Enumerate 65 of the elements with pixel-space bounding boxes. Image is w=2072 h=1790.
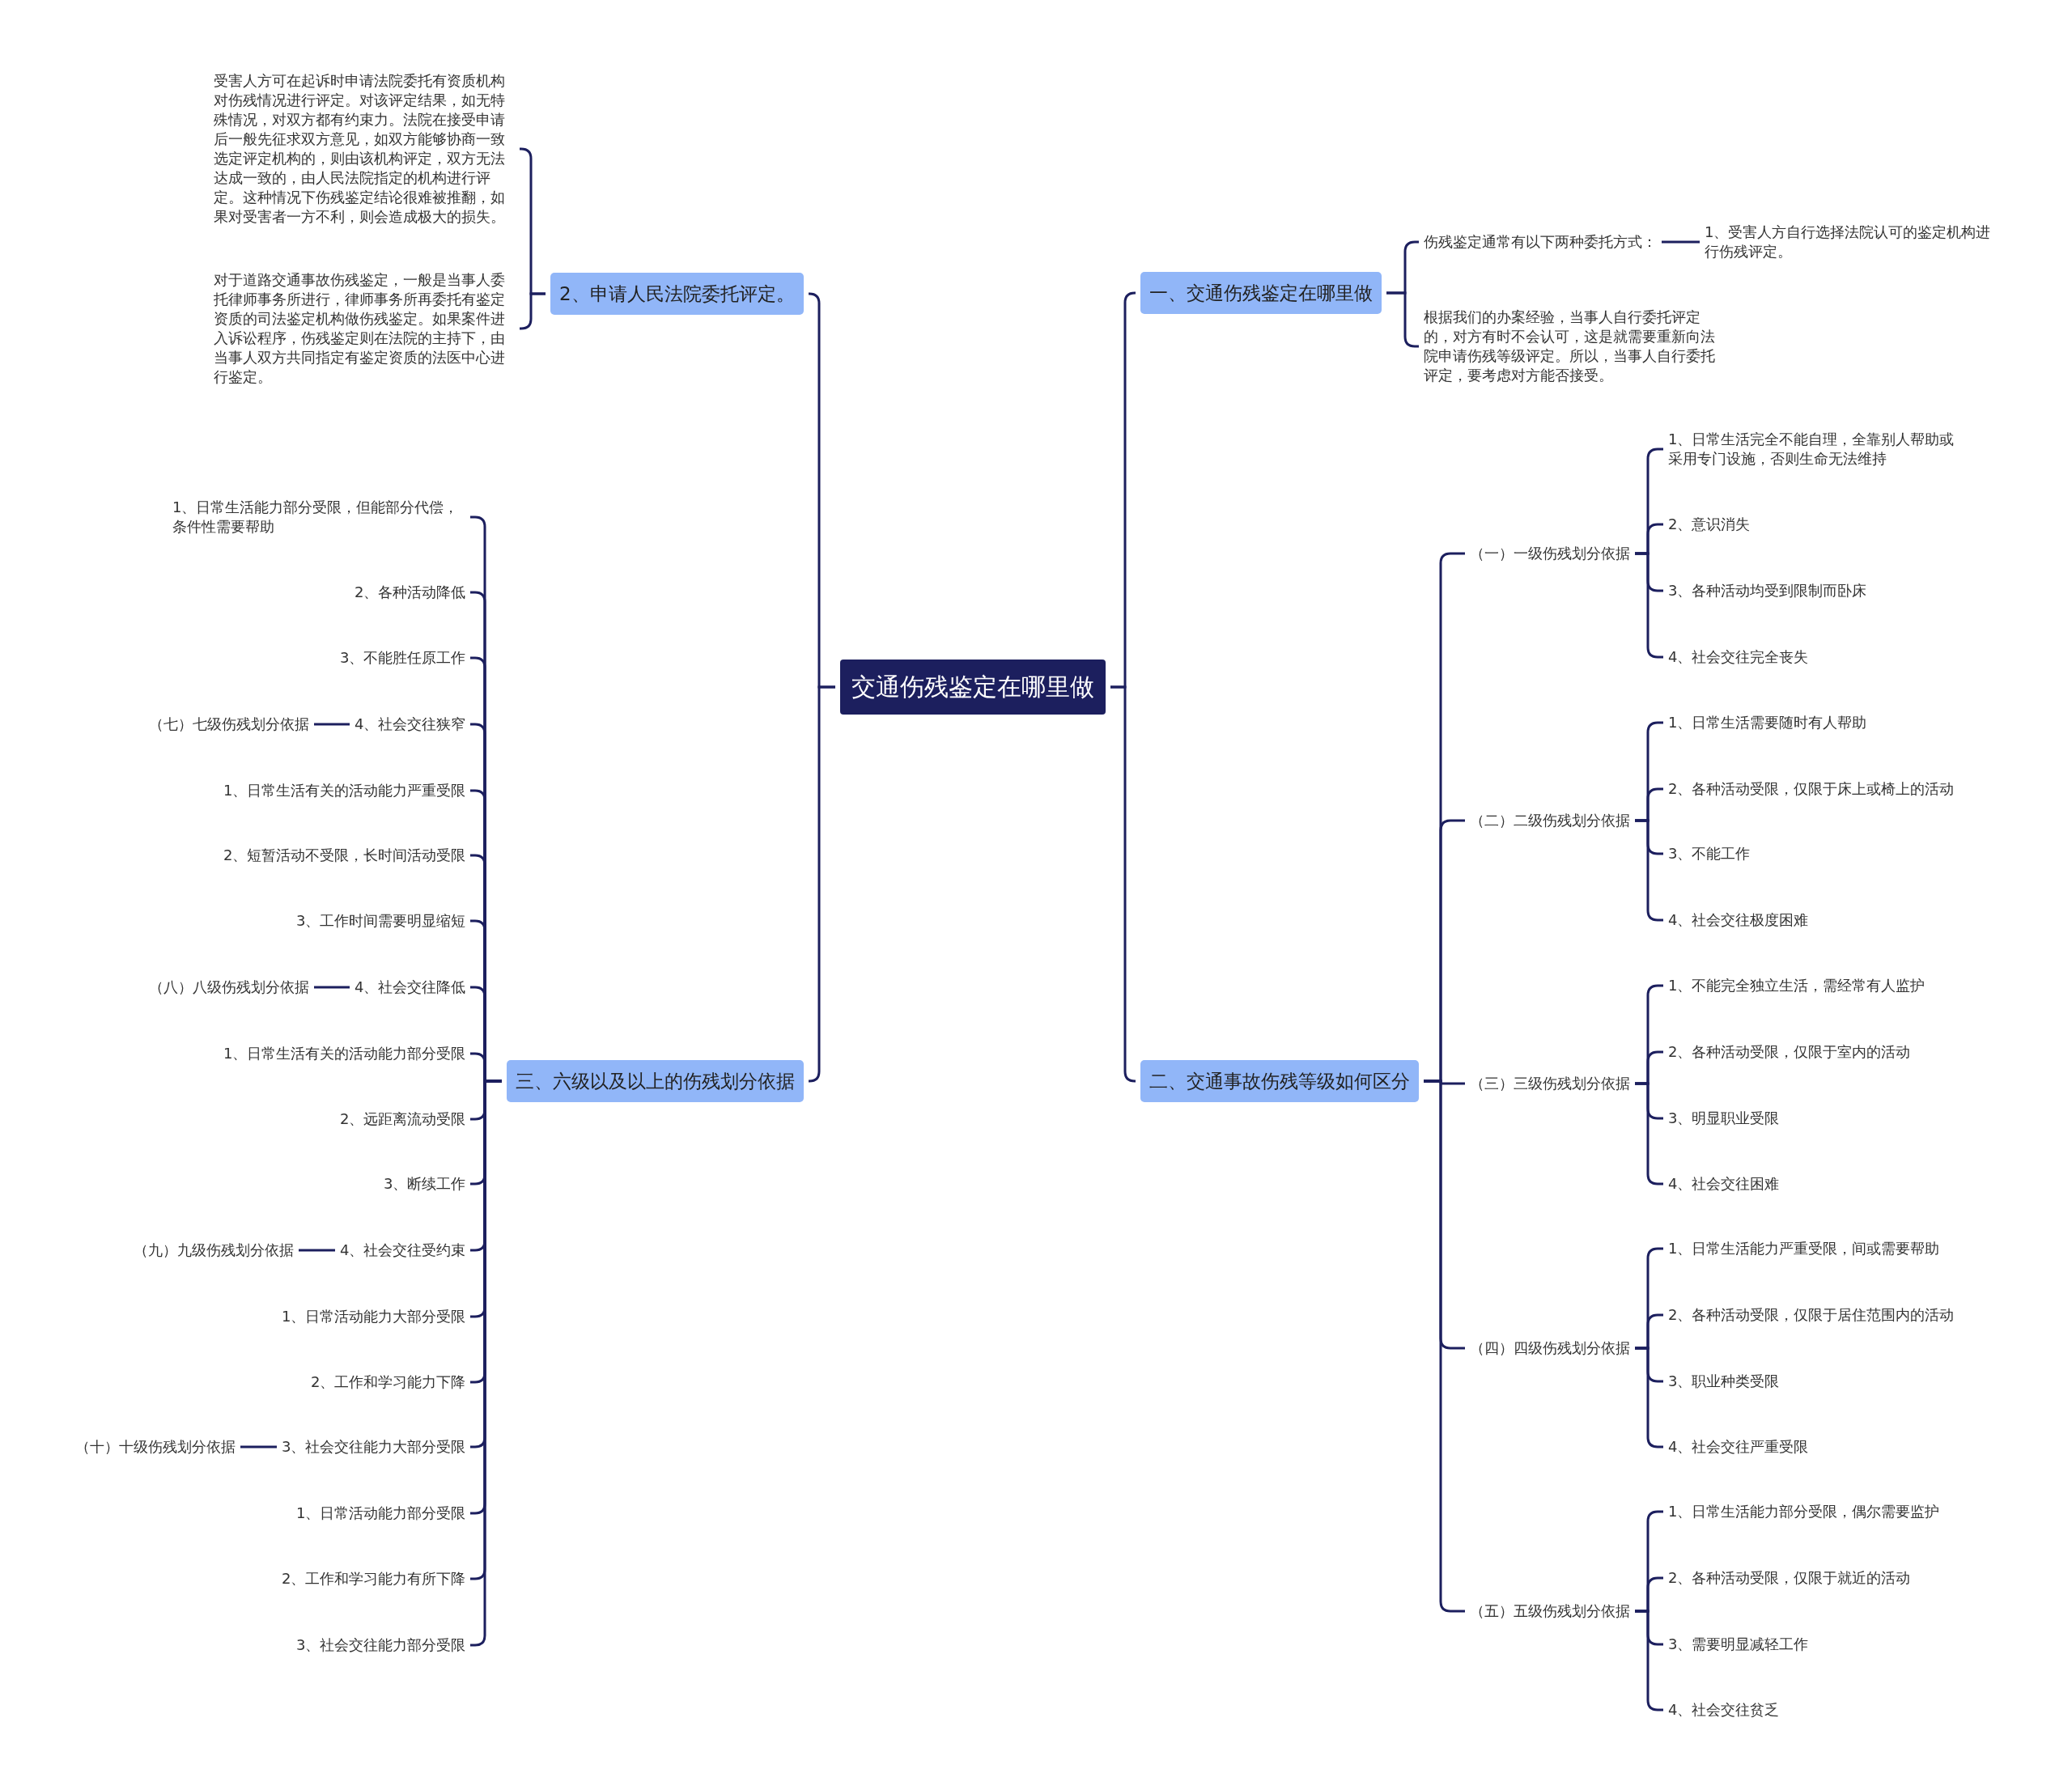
topic-box: 2、申请人民法院委托评定。 [550, 273, 804, 315]
topic-text: 2、短暂活动不受限，长时间活动受限 [223, 846, 466, 865]
connector-line [299, 1249, 335, 1252]
topic-text: （四）四级伤残划分依据 [1470, 1338, 1630, 1358]
topic-text: 2、各种活动降低 [355, 583, 466, 602]
topic-box: 一、交通伤残鉴定在哪里做 [1140, 272, 1382, 314]
topic-text: （一）一级伤残划分依据 [1470, 544, 1630, 563]
topic-text: 3、社会交往能力部分受限 [296, 1635, 466, 1655]
topic-text: （三）三级伤残划分依据 [1470, 1074, 1630, 1093]
topic-text: 1、日常生活有关的活动能力严重受限 [223, 781, 466, 800]
topic-text: 3、明显职业受限 [1668, 1109, 1780, 1128]
topic-text: 1、日常生活需要随时有人帮助 [1668, 713, 1867, 732]
topic-text: 4、社会交往极度困难 [1668, 910, 1809, 930]
topic-text: 2、各种活动受限，仅限于床上或椅上的活动 [1668, 779, 1955, 799]
topic-text: 3、需要明显减轻工作 [1668, 1635, 1809, 1654]
topic-text: 1、日常生活能力部分受限，偶尔需要监护 [1668, 1502, 1940, 1521]
topic-text: 受害人方可在起诉时申请法院委托有资质机构对伤残情况进行评定。对该评定结果，如无特殊情况，对双方都有约束力。法院在接受申请后一般先征求双方意见，如双方能够协商一致选定评定机构的，则由该机构评定，双方无法达成一致的，由人民法院指定的机构进行评定。这种情况下伤残鉴定结论很难被推翻，如果对受害者一方不利，则会造成极大的损失。 [214, 71, 515, 227]
topic-text: 3、职业种类受限 [1668, 1372, 1780, 1391]
topic-text: 1、日常生活完全不能自理，全靠别人帮助或采用专门设施，否则生命无法维持 [1668, 430, 1961, 469]
topic-text: 2、远距离流动受限 [340, 1109, 466, 1129]
connector-line [808, 685, 835, 1083]
topic-text: 3、不能工作 [1668, 844, 1751, 863]
topic-box: 三、六级以及以上的伤残划分依据 [507, 1060, 804, 1102]
topic-text: 1、日常生活有关的活动能力部分受限 [223, 1044, 466, 1063]
topic-text: 4、社会交往严重受限 [1668, 1437, 1809, 1457]
topic-text: 4、社会交往完全丧失 [1668, 647, 1809, 667]
central-topic-box: 交通伤残鉴定在哪里做 [840, 660, 1106, 715]
topic-text: （七）七级伤残划分依据 [149, 715, 309, 734]
topic-text: 1、日常生活能力严重受限，间或需要帮助 [1668, 1239, 1940, 1258]
connector-line [1662, 240, 1700, 244]
topic-text: 3、断续工作 [384, 1174, 466, 1194]
topic-text: 3、工作时间需要明显缩短 [296, 911, 466, 931]
topic-text: 3、各种活动均受到限制而卧床 [1668, 581, 1867, 600]
topic-text: 1、日常生活能力部分受限，但能部分代偿，条件性需要帮助 [172, 498, 465, 537]
topic-text: 1、受害人方自行选择法院认可的鉴定机构进行伤残评定。 [1705, 223, 1998, 261]
topic-text: 2、工作和学习能力下降 [311, 1372, 466, 1392]
topic-text: 伤残鉴定通常有以下两种委托方式： [1424, 232, 1657, 252]
connector-line [519, 292, 546, 330]
topic-text: 4、社会交往降低 [355, 978, 466, 997]
connector-line [240, 1445, 277, 1449]
topic-text: （九）九级伤残划分依据 [134, 1241, 294, 1260]
connector-line [1110, 685, 1136, 1083]
topic-text: 3、社会交往能力大部分受限 [282, 1437, 466, 1457]
topic-text: （十）十级伤残划分依据 [75, 1437, 236, 1457]
topic-text: 1、日常活动能力大部分受限 [282, 1307, 466, 1326]
topic-text: （八）八级伤残划分依据 [149, 978, 309, 997]
topic-text: 4、社会交往受约束 [340, 1241, 466, 1260]
connector-line [314, 723, 350, 726]
topic-text: 4、社会交往困难 [1668, 1174, 1780, 1194]
topic-text: 4、社会交往狭窄 [355, 715, 466, 734]
topic-text: 2、各种活动受限，仅限于就近的活动 [1668, 1568, 1911, 1588]
topic-text: 2、各种活动受限，仅限于室内的活动 [1668, 1042, 1911, 1062]
topic-text: 4、社会交往贫乏 [1668, 1700, 1780, 1720]
topic-text: 3、不能胜任原工作 [340, 648, 466, 668]
topic-text: 2、各种活动受限，仅限于居住范围内的活动 [1668, 1305, 1955, 1325]
topic-text: 1、不能完全独立生活，需经常有人监护 [1668, 976, 1926, 995]
connector-line [314, 986, 350, 989]
topic-text: 1、日常活动能力部分受限 [296, 1504, 466, 1523]
topic-text: 对于道路交通事故伤残鉴定，一般是当事人委托律师事务所进行，律师事务所再委托有鉴定资质的司法鉴定机构做伤残鉴定。如果案件进入诉讼程序，伤残鉴定则在法院的主持下，由当事人双方共同指定有鉴定资质的法医中心进行鉴定。 [214, 270, 515, 387]
topic-text: 根据我们的办案经验，当事人自行委托评定的，对方有时不会认可，这是就需要重新向法院申请伤残等级评定。所以，当事人自行委托评定，要考虑对方能否接受。 [1424, 308, 1725, 385]
topic-text: （五）五级伤残划分依据 [1470, 1601, 1630, 1621]
topic-text: （二）二级伤残划分依据 [1470, 811, 1630, 830]
topic-text: 2、意识消失 [1668, 515, 1751, 534]
topic-box: 二、交通事故伤残等级如何区分 [1140, 1060, 1419, 1102]
topic-text: 2、工作和学习能力有所下降 [282, 1569, 466, 1589]
